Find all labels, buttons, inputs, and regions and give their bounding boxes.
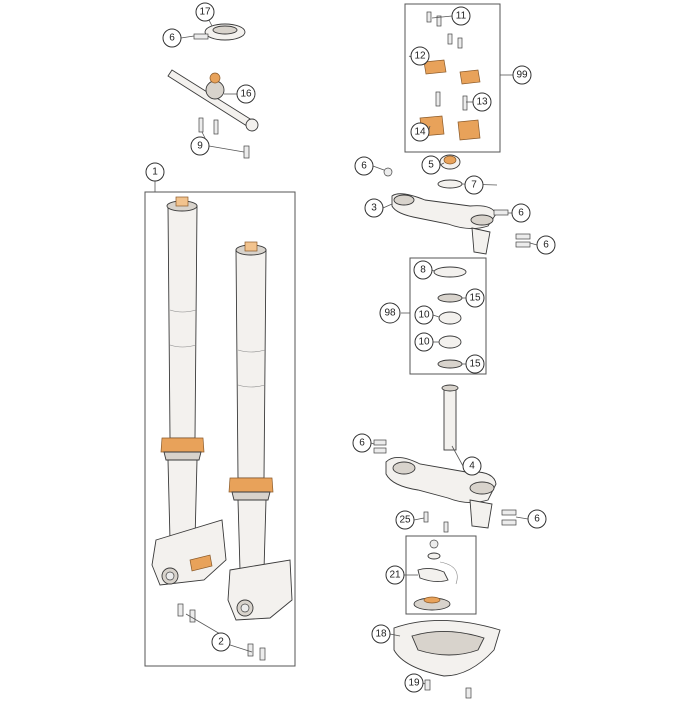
svg-text:10: 10 xyxy=(418,337,430,348)
svg-text:2: 2 xyxy=(218,637,224,648)
callout-9: 9 xyxy=(190,136,210,156)
callout-25: 25 xyxy=(395,510,415,530)
lower-triple-clamp xyxy=(373,384,517,529)
callout-12: 12 xyxy=(410,46,430,66)
callout-18: 18 xyxy=(371,624,391,644)
svg-text:12: 12 xyxy=(414,51,426,62)
callout-6: 6 xyxy=(352,433,372,453)
steering-damper-clamp xyxy=(193,23,246,41)
svg-text:6: 6 xyxy=(169,33,175,44)
svg-text:7: 7 xyxy=(471,180,477,191)
svg-text:19: 19 xyxy=(408,678,420,689)
callout-1: 1 xyxy=(145,162,165,182)
callout-6: 6 xyxy=(162,28,182,48)
svg-text:9: 9 xyxy=(197,141,203,152)
guard-plate xyxy=(393,620,501,699)
fork-assembly-frame xyxy=(144,191,296,667)
callout-14: 14 xyxy=(410,122,430,142)
svg-text:6: 6 xyxy=(534,514,540,525)
right-fork-leg xyxy=(227,241,293,621)
svg-text:16: 16 xyxy=(240,89,252,100)
svg-text:3: 3 xyxy=(371,203,377,214)
steering-damper xyxy=(167,69,259,159)
callout-10: 10 xyxy=(414,332,434,352)
callout-98: 98 xyxy=(379,302,401,324)
callout-6: 6 xyxy=(511,203,531,223)
svg-text:15: 15 xyxy=(469,293,481,304)
svg-text:15: 15 xyxy=(469,359,481,370)
callout-6: 6 xyxy=(527,509,547,529)
svg-text:18: 18 xyxy=(375,629,387,640)
callout-6: 6 xyxy=(536,235,556,255)
svg-text:6: 6 xyxy=(359,438,365,449)
callout-19: 19 xyxy=(404,673,424,693)
svg-text:8: 8 xyxy=(420,265,426,276)
callout-15: 15 xyxy=(465,288,485,308)
callout-15: 15 xyxy=(465,354,485,374)
svg-text:13: 13 xyxy=(476,97,488,108)
upper-triple-clamp xyxy=(383,154,531,255)
svg-text:6: 6 xyxy=(543,240,549,251)
svg-text:98: 98 xyxy=(384,308,396,319)
bearing-kit-frame xyxy=(409,257,487,375)
svg-text:6: 6 xyxy=(518,208,524,219)
axle-clamp-bolts xyxy=(177,603,266,661)
svg-text:14: 14 xyxy=(414,127,426,138)
steering-bearings xyxy=(433,266,467,369)
svg-text:25: 25 xyxy=(399,515,411,526)
callout-11: 11 xyxy=(451,6,471,26)
handlebar-clamp-parts xyxy=(419,11,481,141)
svg-text:10: 10 xyxy=(418,310,430,321)
callout-8: 8 xyxy=(413,260,433,280)
callout-2: 2 xyxy=(211,632,231,652)
callout-5: 5 xyxy=(421,155,441,175)
svg-text:5: 5 xyxy=(428,160,434,171)
callout-99: 99 xyxy=(512,65,532,85)
callout-13: 13 xyxy=(472,92,492,112)
svg-text:6: 6 xyxy=(361,161,367,172)
svg-text:21: 21 xyxy=(389,570,401,581)
svg-text:11: 11 xyxy=(456,11,467,22)
steering-lock-mount xyxy=(413,511,458,611)
callout-4: 4 xyxy=(462,456,482,476)
callout-10: 10 xyxy=(414,305,434,325)
callout-21: 21 xyxy=(385,565,405,585)
callout-7: 7 xyxy=(464,175,484,195)
leader-lines xyxy=(154,11,538,685)
callout-16: 16 xyxy=(236,84,256,104)
svg-text:99: 99 xyxy=(516,70,528,81)
svg-text:1: 1 xyxy=(152,167,158,178)
handlebar-clamp-kit-frame xyxy=(404,3,501,153)
svg-text:17: 17 xyxy=(199,7,211,18)
callout-3: 3 xyxy=(364,198,384,218)
left-fork-leg xyxy=(151,196,227,586)
callout-6: 6 xyxy=(354,156,374,176)
callout-17: 17 xyxy=(195,2,215,22)
svg-text:4: 4 xyxy=(469,461,475,472)
